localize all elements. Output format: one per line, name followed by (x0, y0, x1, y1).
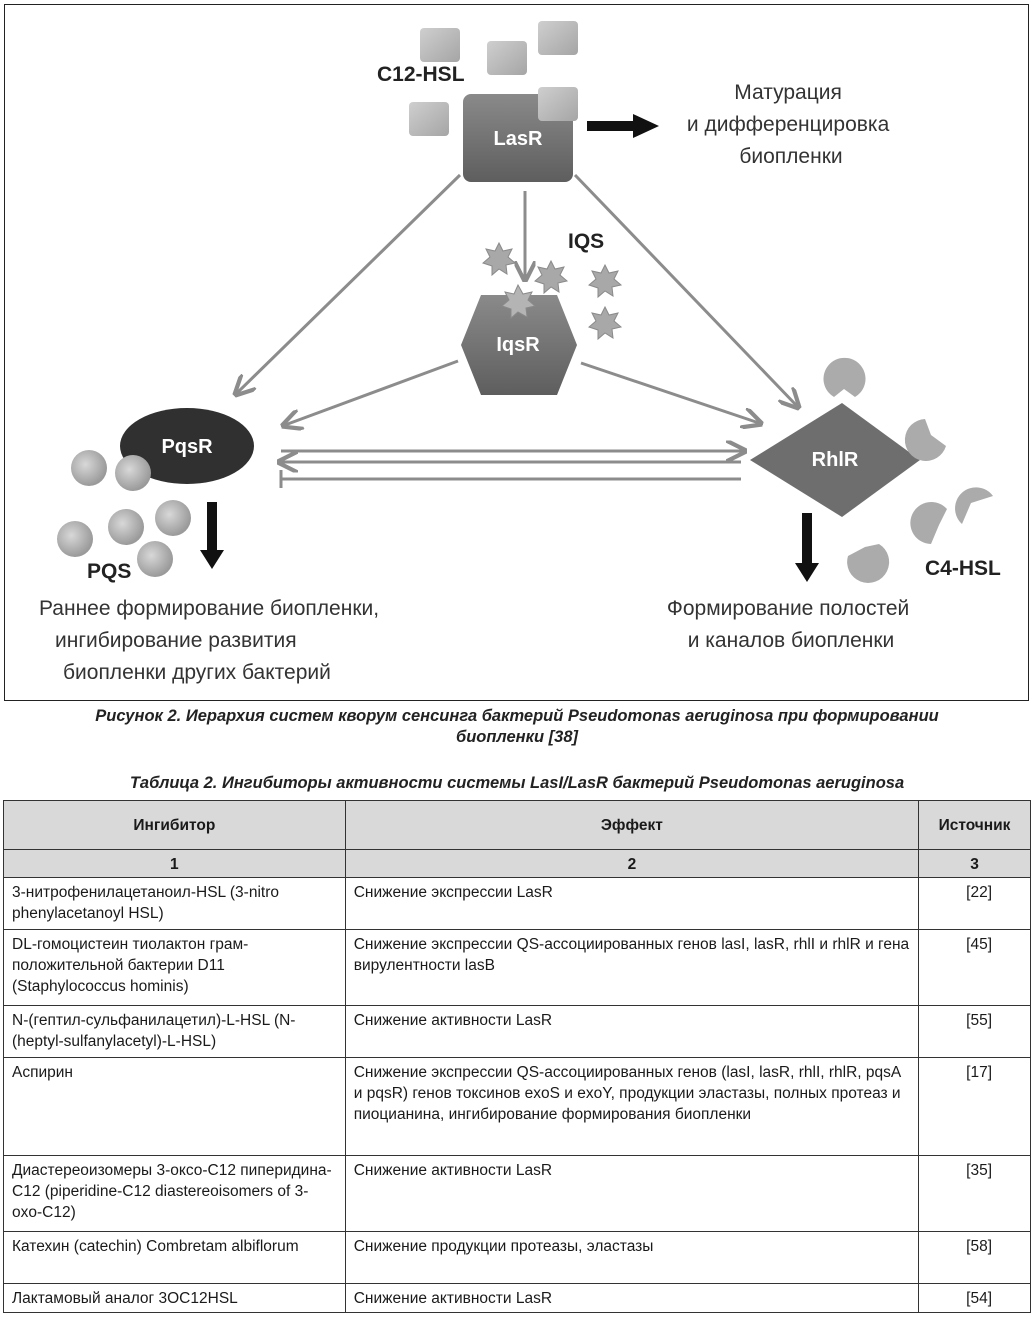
iqs-label: IQS (568, 230, 604, 253)
figure-caption-line1: Рисунок 2. Иерархия систем кворум сенсин… (95, 707, 939, 725)
cavities-text: Формирование полостей и каналов биопленк… (667, 597, 915, 652)
figure-caption-line2: биопленки [38] (455, 728, 578, 746)
lasr-label: LasR (494, 128, 543, 150)
source-cell: [54] (918, 1283, 1031, 1313)
column-number: 3 (918, 849, 1031, 878)
pqsr-node: PqsR (120, 408, 254, 484)
source-cell: [35] (918, 1155, 1031, 1232)
inhibitor-cell: Лактамовый аналог 3OC12HSL (3, 1283, 346, 1313)
gray-arrows (237, 173, 797, 488)
rhlr-node: RhlR (750, 403, 920, 517)
table-row: N-(гептил-сульфанилацетил)-L-HSL (N-(hep… (3, 1005, 1031, 1058)
column-number-row: 1 2 3 (3, 849, 1031, 878)
effect-cell: Снижение экспрессии QS-ассоциированных г… (344, 929, 920, 1006)
table-row: Катехин (catechin) Combretam albiflorum … (3, 1231, 1031, 1284)
table-header-row: Ингибитор Эффект Источник (3, 800, 1031, 850)
source-cell: [22] (918, 877, 1031, 930)
table-row: Диастереоизомеры 3-оксо-C12 пиперидина-C… (3, 1155, 1031, 1232)
c4-hsl-label: C4-HSL (925, 557, 1001, 580)
inhibitor-cell: Аспирин (3, 1057, 346, 1156)
maturation-arrow (587, 114, 659, 138)
figure-caption: Рисунок 2. Иерархия систем кворум сенсин… (0, 706, 1034, 748)
source-cell: [58] (918, 1231, 1031, 1284)
inhibitor-cell: Катехин (catechin) Combretam albiflorum (3, 1231, 346, 1284)
c12-hsl-label: C12-HSL (377, 63, 465, 86)
pqs-molecules (57, 450, 191, 577)
header-effect: Эффект (344, 800, 920, 850)
effect-cell: Снижение активности LasR (344, 1005, 920, 1058)
pqsr-label: PqsR (161, 436, 213, 458)
inhibitor-cell: N-(гептил-сульфанилацетил)-L-HSL (N-(hep… (3, 1005, 346, 1058)
effect-cell: Снижение экспрессии LasR (344, 877, 920, 930)
table-row: DL-гомоцистеин тиолактон грам-положитель… (3, 929, 1031, 1006)
header-inhibitor: Ингибитор (3, 800, 346, 850)
rhlr-label: RhlR (812, 449, 859, 471)
column-number: 2 (344, 849, 920, 878)
column-number: 1 (3, 849, 346, 878)
c4-hsl-molecules (823, 357, 993, 583)
pqs-label: PQS (87, 560, 131, 583)
c12-hsl-molecules (409, 21, 578, 136)
inhibitors-table: Ингибитор Эффект Источник 1 2 3 3-нитроф… (3, 800, 1031, 1313)
effect-cell: Снижение продукции протеазы, эластазы (344, 1231, 920, 1284)
table-row: Лактамовый аналог 3OC12HSL Снижение акти… (3, 1283, 1031, 1313)
lasr-node: LasR (463, 87, 578, 182)
figure-diagram: LasR C12-HSL Матурация и дифференцировка… (4, 4, 1029, 701)
early-biofilm-text: Раннее формирование биопленки, ингибиров… (39, 597, 385, 684)
quorum-sensing-diagram: LasR C12-HSL Матурация и дифференцировка… (39, 21, 1001, 684)
inhibitor-cell: 3-нитрофенилацетаноил-HSL (3-nitro pheny… (3, 877, 346, 930)
source-cell: [55] (918, 1005, 1031, 1058)
effect-cell: Снижение активности LasR (344, 1155, 920, 1232)
source-cell: [45] (918, 929, 1031, 1006)
inhibitor-cell: DL-гомоцистеин тиолактон грам-положитель… (3, 929, 346, 1006)
inhibitor-cell: Диастереоизомеры 3-оксо-C12 пиперидина-C… (3, 1155, 346, 1232)
iqsr-node: IqsR (461, 283, 577, 395)
iqsr-label: IqsR (496, 334, 540, 356)
down-arrows (200, 502, 819, 582)
maturation-text: Матурация и дифференцировка биопленки (687, 81, 895, 168)
table-row: Аспирин Снижение экспрессии QS-ассоцииро… (3, 1057, 1031, 1156)
header-source: Источник (918, 800, 1031, 850)
source-cell: [17] (918, 1057, 1031, 1156)
effect-cell: Снижение активности LasR (344, 1283, 920, 1313)
table-row: 3-нитрофенилацетаноил-HSL (3-nitro pheny… (3, 877, 1031, 930)
effect-cell: Снижение экспрессии QS-ассоциированных г… (344, 1057, 920, 1156)
table-caption: Таблица 2. Ингибиторы активности системы… (129, 774, 905, 792)
iqs-molecules (482, 241, 623, 341)
